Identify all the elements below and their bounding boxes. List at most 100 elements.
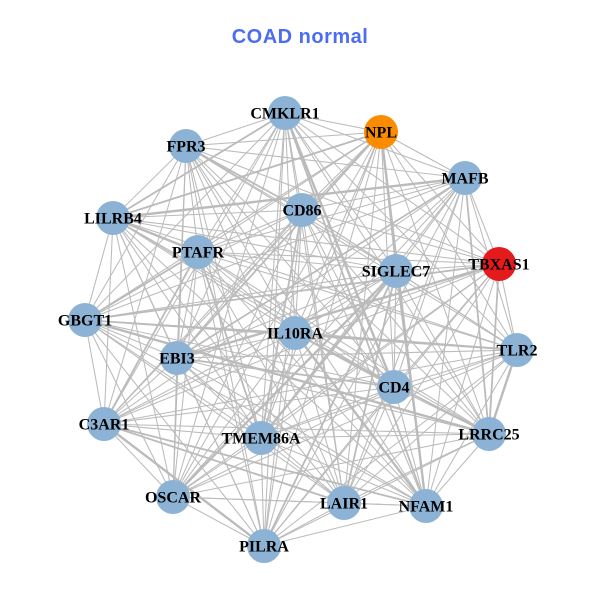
edge-MAFB-LRRC25 bbox=[464, 177, 490, 435]
edge-TLR2-SIGLEC7 bbox=[395, 270, 518, 351]
edge-CMKLR1-GBGT1 bbox=[84, 112, 286, 321]
edge-NFAM1-PTAFR bbox=[197, 251, 427, 507]
edge-CMKLR1-PTAFR bbox=[197, 112, 286, 253]
edge-CD86-PTAFR bbox=[197, 209, 303, 253]
edge-PILRA-CD4 bbox=[263, 386, 395, 547]
edge-PILRA-PTAFR bbox=[197, 251, 265, 547]
edge-OSCAR-LILRB4 bbox=[112, 217, 174, 498]
graph-node-label-MAFB: MAFB bbox=[441, 171, 488, 188]
graph-node-C3AR1 bbox=[87, 407, 121, 441]
edge-SIGLEC7-EBI3 bbox=[176, 270, 397, 359]
graph-node-label-EBI3: EBI3 bbox=[159, 351, 195, 368]
graph-node-CMKLR1 bbox=[268, 96, 302, 130]
edge-NPL-EBI3 bbox=[176, 131, 382, 359]
edge-TBXAS1-SIGLEC7 bbox=[395, 263, 500, 272]
graph-node-label-CMKLR1: CMKLR1 bbox=[250, 106, 319, 123]
edge-FPR3-TMEM86A bbox=[185, 145, 262, 439]
edge-EBI3-CD4 bbox=[176, 357, 395, 388]
edge-FPR3-PTAFR bbox=[185, 145, 199, 253]
edge-LAIR1-C3AR1 bbox=[103, 423, 345, 504]
edge-LILRB4-CD4 bbox=[112, 217, 395, 388]
graph-node-label-LRRC25: LRRC25 bbox=[458, 427, 519, 444]
edge-PILRA-TMEM86A bbox=[260, 437, 265, 547]
edge-EBI3-TMEM86A bbox=[176, 357, 262, 439]
edge-LAIR1-CD4 bbox=[343, 386, 395, 504]
graph-node-LRRC25 bbox=[472, 417, 506, 451]
edge-LAIR1-GBGT1 bbox=[84, 319, 345, 504]
edge-CD86-SIGLEC7 bbox=[301, 209, 397, 272]
edge-CMKLR1-TBXAS1 bbox=[284, 112, 500, 265]
edge-LAIR1-CD86 bbox=[301, 209, 345, 504]
edge-TBXAS1-TMEM86A bbox=[260, 263, 500, 439]
edge-NFAM1-CD4 bbox=[393, 386, 427, 507]
edge-TBXAS1-IL10RA bbox=[294, 263, 500, 334]
edge-PILRA-EBI3 bbox=[176, 357, 265, 547]
edge-MAFB-OSCAR bbox=[172, 177, 466, 498]
edge-CMKLR1-FPR3 bbox=[185, 112, 286, 147]
edge-PILRA-FPR3 bbox=[185, 145, 265, 547]
edge-NPL-OSCAR bbox=[172, 131, 382, 498]
edge-FPR3-CD4 bbox=[185, 145, 395, 388]
edge-PILRA-OSCAR bbox=[172, 496, 265, 547]
edge-LILRB4-IL10RA bbox=[112, 217, 296, 334]
edge-C3AR1-CD4 bbox=[103, 386, 395, 425]
graph-node-NFAM1 bbox=[409, 489, 443, 523]
edge-CD86-IL10RA bbox=[294, 209, 303, 334]
edge-MAFB-IL10RA bbox=[294, 177, 466, 334]
edge-OSCAR-GBGT1 bbox=[84, 319, 174, 498]
graph-node-label-TMEM86A: TMEM86A bbox=[221, 431, 301, 448]
edge-CD4-TMEM86A bbox=[260, 386, 395, 439]
edge-NFAM1-TMEM86A bbox=[260, 437, 427, 507]
edge-NFAM1-IL10RA bbox=[294, 332, 427, 507]
edge-LAIR1-LILRB4 bbox=[112, 217, 345, 504]
edge-PTAFR-SIGLEC7 bbox=[197, 251, 397, 272]
graph-node-FPR3 bbox=[169, 129, 203, 163]
graph-node-TBXAS1 bbox=[482, 247, 516, 281]
edge-TBXAS1-EBI3 bbox=[176, 262, 500, 360]
graph-node-TMEM86A bbox=[244, 421, 278, 455]
edge-LILRB4-CD86 bbox=[112, 209, 303, 219]
graph-node-label-SIGLEC7: SIGLEC7 bbox=[362, 264, 430, 281]
edge-LAIR1-FPR3 bbox=[185, 145, 345, 504]
graph-node-label-CD86: CD86 bbox=[282, 203, 321, 220]
edge-MAFB-EBI3 bbox=[176, 177, 466, 359]
edge-TBXAS1-FPR3 bbox=[185, 145, 500, 265]
edge-LAIR1-SIGLEC7 bbox=[343, 270, 397, 504]
graph-node-OSCAR bbox=[156, 480, 190, 514]
graph-node-LILRB4 bbox=[96, 201, 130, 235]
edge-C3AR1-TMEM86A bbox=[103, 423, 262, 439]
edge-LILRB4-TMEM86A bbox=[112, 217, 262, 439]
edge-TBXAS1-LAIR1 bbox=[343, 263, 500, 504]
edge-OSCAR-TMEM86A bbox=[172, 437, 262, 498]
edge-TBXAS1-GBGT1 bbox=[84, 263, 500, 321]
edge-LRRC25-CD4 bbox=[393, 386, 490, 435]
edge-LILRB4-FPR3 bbox=[112, 145, 187, 219]
graph-node-CD4 bbox=[377, 370, 411, 404]
edge-PILRA-CD86 bbox=[263, 209, 303, 547]
edge-NPL-CD86 bbox=[301, 131, 382, 211]
edge-NFAM1-C3AR1 bbox=[103, 423, 427, 507]
edge-TLR2-PTAFR bbox=[197, 251, 518, 351]
graph-node-SIGLEC7 bbox=[379, 254, 413, 288]
edge-LRRC25-OSCAR bbox=[172, 433, 490, 498]
edge-IL10RA-CD4 bbox=[294, 332, 395, 388]
edge-PILRA-IL10RA bbox=[263, 332, 296, 547]
edge-MAFB-CD86 bbox=[301, 177, 466, 211]
edge-NPL-TBXAS1 bbox=[380, 131, 500, 265]
graph-node-PTAFR bbox=[181, 235, 215, 269]
edge-PILRA-SIGLEC7 bbox=[263, 270, 397, 547]
graph-node-EBI3 bbox=[160, 341, 194, 375]
edge-FPR3-CD86 bbox=[185, 145, 303, 211]
graph-node-NPL bbox=[364, 115, 398, 149]
edge-CMKLR1-TLR2 bbox=[284, 112, 518, 351]
edge-C3AR1-CD86 bbox=[103, 209, 303, 425]
graph-node-TLR2 bbox=[500, 333, 534, 367]
edge-NPL-LILRB4 bbox=[112, 131, 382, 219]
edge-NFAM1-CD86 bbox=[301, 209, 427, 507]
figure-title: COAD normal bbox=[231, 26, 369, 48]
graph-node-label-NPL: NPL bbox=[365, 125, 397, 142]
edge-MAFB-FPR3 bbox=[185, 145, 466, 179]
graph-node-CD86 bbox=[285, 193, 319, 227]
edge-NFAM1-SIGLEC7 bbox=[395, 270, 427, 507]
